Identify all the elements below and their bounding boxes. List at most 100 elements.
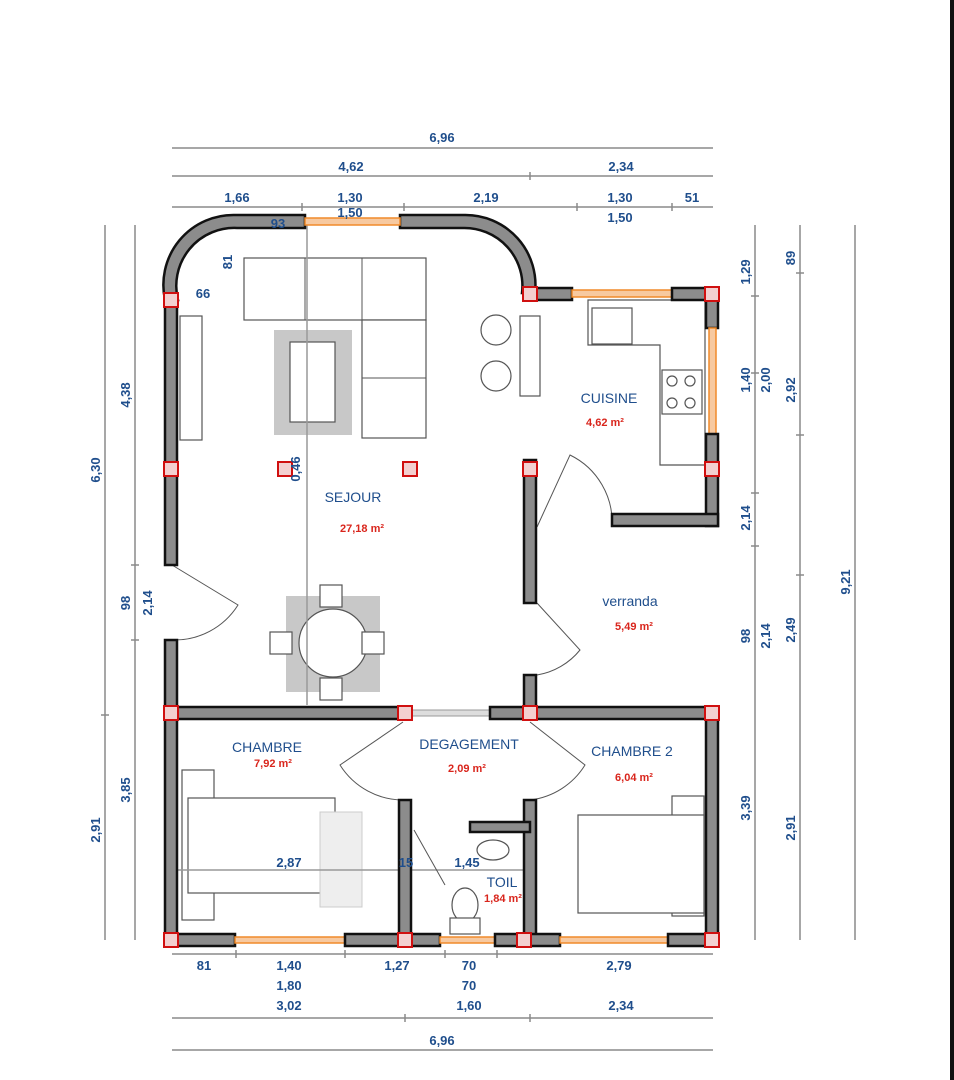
left-dimensions: 6,30 2,91 4,38 98 2,14 3,85	[88, 225, 155, 940]
room-name-cuisine: CUISINE	[581, 390, 638, 406]
dim-interior: 93	[271, 216, 285, 231]
dim-left: 3,85	[118, 777, 133, 802]
room-area-verranda: 5,49 m²	[615, 621, 653, 633]
dim-bottom-seg: 1,40	[276, 958, 301, 973]
dim-right-total: 9,21	[838, 569, 853, 594]
chambre2-door	[529, 721, 586, 801]
top-window-label: 1,50	[337, 205, 362, 220]
toilet-tank	[449, 917, 481, 935]
dim-interior: 81	[220, 255, 235, 269]
sofa-corner	[361, 319, 427, 439]
interior-dimensions: 93 81 66 0,46 2,87 15 1,45	[196, 216, 480, 870]
dim-interior: 2,87	[276, 855, 301, 870]
dim-bottom-mid: 1,60	[456, 998, 481, 1013]
dim-bottom-seg: 70	[462, 958, 476, 973]
chair	[319, 677, 343, 701]
dim-left: 6,30	[88, 457, 103, 482]
room-area-toil: 1,84 m²	[484, 893, 522, 905]
window	[708, 327, 717, 435]
room-name-verranda: verranda	[602, 593, 657, 609]
room-name-chambre-2: CHAMBRE 2	[591, 743, 673, 759]
room-name-sejour: SEJOUR	[325, 489, 382, 505]
dim-left: 4,38	[118, 382, 133, 407]
dim-right: 89	[783, 251, 798, 265]
room-area-cuisine: 4,62 m²	[586, 417, 624, 429]
dim-top-seg: 1,66	[224, 190, 249, 205]
room-name-chambre: CHAMBRE	[232, 739, 302, 755]
kitchen-door	[536, 454, 613, 528]
right-dimensions: 1,29 1,40 2,00 2,14 98 2,14 3,39 89 2,92…	[738, 225, 856, 940]
dining-table	[298, 608, 368, 678]
walls	[162, 213, 720, 948]
dim-window: 1,50	[337, 205, 362, 220]
dim-top-seg: 1,30	[337, 190, 362, 205]
dim-bottom-window: 1,80	[276, 978, 301, 993]
dim-right: 2,14	[738, 505, 753, 531]
dim-bottom-mid: 2,34	[608, 998, 634, 1013]
bar-stool	[480, 360, 512, 392]
dim-window: 1,50	[607, 210, 632, 225]
dim-top-right: 2,34	[608, 159, 634, 174]
bar-stool	[480, 314, 512, 346]
sofa	[243, 257, 427, 321]
verranda-door	[536, 602, 581, 676]
dim-top-left: 4,62	[338, 159, 363, 174]
dim-right: 2,91	[783, 815, 798, 840]
dim-top-seg: 2,19	[473, 190, 498, 205]
room-area-chambre: 7,92 m²	[254, 758, 292, 770]
dim-right: 98	[738, 629, 753, 643]
chair	[269, 631, 293, 655]
window	[304, 217, 401, 226]
window	[234, 936, 346, 944]
dim-right: 3,39	[738, 795, 753, 820]
dim-interior: 15	[399, 855, 413, 870]
toilet-door	[413, 829, 446, 886]
dim-top-total: 6,96	[429, 130, 454, 145]
bar-counter	[519, 315, 541, 397]
dim-right: 2,00	[758, 367, 773, 392]
room-name-degagement: DEGAGEMENT	[419, 736, 519, 752]
dim-left: 2,91	[88, 817, 103, 842]
room-area-sejour: 27,18 m²	[340, 523, 384, 535]
dim-right: 2,49	[783, 617, 798, 642]
bed-1	[187, 797, 336, 894]
dim-bottom-window: 70	[462, 978, 476, 993]
bed-2	[577, 814, 705, 914]
columns	[163, 286, 720, 948]
dim-right: 1,40	[738, 367, 753, 392]
dim-bottom-seg: 81	[197, 958, 211, 973]
tv-unit	[179, 315, 203, 441]
dim-interior: 0,46	[288, 456, 303, 481]
entry-door	[171, 564, 239, 641]
window	[439, 936, 496, 944]
chair	[319, 584, 343, 608]
bed-rug	[319, 811, 363, 908]
dim-bottom-total: 6,96	[429, 1033, 454, 1048]
dim-left: 98	[118, 596, 133, 610]
page-edge	[950, 0, 954, 1080]
dim-bottom-seg: 1,27	[384, 958, 409, 973]
window	[559, 936, 669, 944]
window	[571, 289, 673, 298]
bottom-dimensions: 81 1,40 1,27 70 2,79 1,80 70 3,02 1,60 2…	[172, 950, 713, 1051]
dim-right: 1,29	[738, 259, 753, 284]
room-name-toil: TOIL	[487, 874, 518, 890]
dim-interior: 1,45	[454, 855, 479, 870]
dim-right: 2,92	[783, 377, 798, 402]
dim-top-seg: 51	[685, 190, 699, 205]
toilet	[451, 887, 479, 923]
room-labels: SEJOUR 27,18 m² CUISINE 4,62 m² verranda…	[232, 390, 673, 905]
furniture	[178, 222, 706, 935]
dim-left: 2,14	[140, 590, 155, 616]
dim-bottom-mid: 3,02	[276, 998, 301, 1013]
chambre-door	[339, 721, 406, 801]
dim-bottom-seg: 2,79	[606, 958, 631, 973]
room-area-degagement: 2,09 m²	[448, 763, 486, 775]
dim-right: 2,14	[758, 623, 773, 649]
dim-interior: 66	[196, 286, 210, 301]
washbasin	[476, 839, 510, 861]
coffee-table	[289, 341, 336, 423]
cooktop	[661, 369, 703, 415]
room-area-chambre-2: 6,04 m²	[615, 772, 653, 784]
